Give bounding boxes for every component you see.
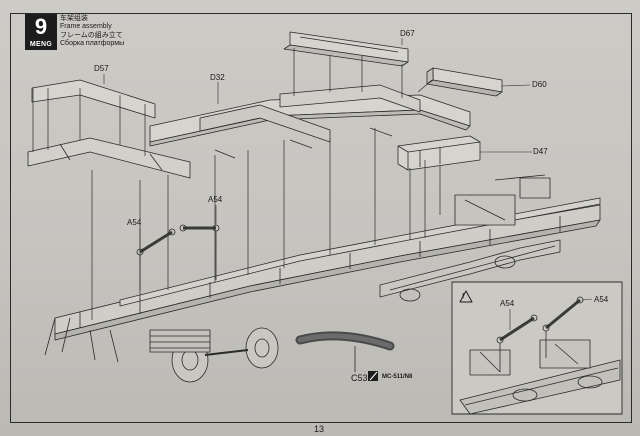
- warning-icon: !: [462, 293, 465, 300]
- page-border: [10, 13, 632, 423]
- label-d32: D32: [210, 73, 225, 82]
- part-a54-rods: [139, 226, 216, 254]
- guide-lines: [32, 48, 441, 320]
- title-chinese: 车架组装: [60, 15, 88, 22]
- callout-leaders: [103, 38, 593, 330]
- brand-logo: MENG: [29, 41, 53, 48]
- label-inset-a54-right: A54: [594, 295, 609, 304]
- page-number: 13: [314, 424, 325, 434]
- title-russian: Сборка платформы: [60, 40, 125, 48]
- part-d57: [27, 79, 191, 179]
- detail-inset: [451, 281, 623, 415]
- title-english: Frame assembly: [60, 23, 112, 31]
- part-d67: [283, 31, 409, 67]
- rear-suspension: [379, 174, 561, 302]
- label-d67: D67: [400, 29, 415, 38]
- label-a54-left: A54: [127, 218, 142, 227]
- label-a54-right: A54: [208, 195, 223, 204]
- front-axle: [44, 317, 279, 383]
- label-d57: D57: [94, 64, 109, 73]
- label-c53: C53: [351, 373, 368, 383]
- paint-code: MC-511/N8: [382, 374, 413, 380]
- label-d60: D60: [532, 80, 547, 89]
- part-d32: [149, 84, 471, 159]
- step-number: 9: [34, 14, 48, 39]
- label-d47: D47: [533, 147, 548, 156]
- part-c53: [295, 331, 395, 372]
- part-d60: [426, 67, 503, 97]
- label-inset-a54-left: A54: [500, 299, 515, 308]
- title-japanese: フレームの組み立て: [60, 31, 123, 39]
- step-badge: 9 MENG: [25, 14, 57, 50]
- step-titles: 车架组装 Frame assembly フレームの組み立て Сборка пла…: [60, 15, 124, 49]
- part-d47: [397, 135, 481, 171]
